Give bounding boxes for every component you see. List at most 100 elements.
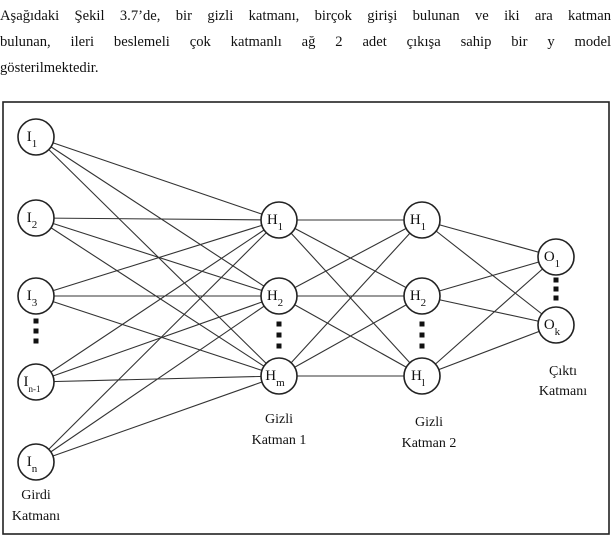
edge-input-2-hidden1-3: [35, 217, 280, 377]
intro-paragraph: Aşağıdaki Şekil 3.7’de, bir gizli katman…: [0, 3, 611, 81]
ellipsis-dot-3-3: [419, 343, 425, 349]
hidden1-node-circle: [260, 277, 298, 315]
edge-input-5-hidden1-1: [35, 219, 280, 463]
paragraph-line-3: gösterilmektedir.: [0, 60, 99, 76]
edge-input-3-hidden1-1: [35, 219, 280, 297]
output-layer-label-line2: Katmanı: [539, 384, 587, 399]
hidden2-node-circle: [403, 357, 441, 395]
input-node-circle: [17, 199, 55, 237]
edge-hidden2-2-output-1: [421, 256, 557, 297]
input-node-label: I1: [27, 129, 38, 150]
node-subscript: 1: [278, 221, 284, 233]
input-node-circle: [17, 118, 55, 156]
hidden-layer-2-label-line1: Gizli: [415, 415, 443, 430]
output-layer-label-line1: Çıktı: [549, 364, 577, 379]
output-node-label: O1: [544, 249, 560, 270]
node-main-symbol: I: [24, 374, 29, 390]
node-subscript: 2: [278, 297, 284, 309]
edge-hidden1-2-hidden2-1: [278, 219, 423, 297]
ellipsis-dot-1-2: [33, 328, 39, 334]
edge-hidden2-1-output-2: [421, 219, 557, 326]
ellipsis-dot-2-2: [276, 332, 282, 338]
output-node-circle: [537, 238, 575, 276]
node-subscript: n: [32, 463, 38, 475]
edge-input-1-hidden1-2: [35, 136, 280, 297]
node-main-symbol: H: [265, 368, 276, 384]
node-main-symbol: O: [544, 249, 555, 265]
node-main-symbol: H: [267, 212, 278, 228]
ellipsis-dot-4-2: [553, 286, 559, 292]
input-node-circle: [17, 277, 55, 315]
hidden1-node-circle: [260, 357, 298, 395]
connection-lines: [35, 136, 557, 463]
node-main-symbol: I: [27, 210, 32, 226]
node-main-symbol: H: [410, 288, 421, 304]
input-node-5: In: [17, 443, 55, 481]
hidden2-node-1: H1: [403, 201, 441, 239]
input-layer-label-line2: Katmanı: [12, 509, 60, 524]
ellipsis-dot-1-3: [33, 338, 39, 344]
output-node-label: Ok: [544, 317, 561, 338]
ellipsis-dots: [33, 277, 559, 349]
edge-hidden1-3-hidden2-2: [278, 295, 423, 377]
ellipsis-dot-4-3: [553, 295, 559, 301]
node-subscript: m: [276, 377, 285, 389]
output-node-circle: [537, 306, 575, 344]
hidden1-node-2: H2: [260, 277, 298, 315]
node-subscript: 1: [555, 258, 561, 270]
input-node-label: I3: [27, 288, 38, 309]
hidden2-node-circle: [403, 201, 441, 239]
edge-hidden2-3-output-1: [421, 256, 557, 377]
hidden1-node-label: H1: [267, 212, 283, 233]
input-node-4: In-1: [17, 363, 55, 401]
output-node-1: O1: [537, 238, 575, 276]
hidden2-node-3: Hl: [403, 357, 441, 395]
hidden2-node-circle: [403, 277, 441, 315]
input-layer-label-line1: Girdi: [21, 488, 51, 503]
node-subscript: l: [422, 377, 425, 389]
node-main-symbol: H: [411, 368, 422, 384]
node-subscript: n-1: [29, 384, 41, 394]
paragraph-line-1: Aşağıdaki Şekil 3.7’de, bir gizli katman…: [0, 8, 611, 24]
input-node-label: I2: [27, 210, 38, 231]
hidden2-node-label: H2: [410, 288, 426, 309]
ellipsis-dot-2-3: [276, 343, 282, 349]
hidden1-node-label: Hm: [265, 368, 285, 389]
node-subscript: 1: [421, 221, 427, 233]
hidden-layer-1-label-line2: Katman 1: [252, 433, 307, 448]
node-subscript: 2: [421, 297, 427, 309]
input-node-circle: [17, 443, 55, 481]
ellipsis-dot-2-1: [276, 321, 282, 327]
edge-input-5-hidden1-2: [35, 295, 280, 463]
edge-hidden1-3-hidden2-1: [278, 219, 423, 377]
hidden2-node-2: H2: [403, 277, 441, 315]
ellipsis-dot-4-1: [553, 277, 559, 283]
ellipsis-dot-3-1: [419, 321, 425, 327]
figure-frame: [2, 101, 610, 535]
node-subscript: 1: [32, 138, 38, 150]
node-main-symbol: I: [27, 129, 32, 145]
edge-hidden2-2-output-2: [421, 295, 557, 326]
node-main-symbol: O: [544, 317, 555, 333]
input-node-1: I1: [17, 118, 55, 156]
layer-labels: Girdi Katmanı Gizli Katman 1 Gizli Katma…: [12, 364, 587, 524]
node-main-symbol: I: [27, 454, 32, 470]
hidden-layer-2-label-line2: Katman 2: [402, 436, 457, 451]
input-node-3: I3: [17, 277, 55, 315]
edge-input-5-hidden1-3: [35, 375, 280, 463]
node-main-symbol: H: [267, 288, 278, 304]
hidden1-node-label: H2: [267, 288, 283, 309]
hidden1-node-3: Hm: [260, 357, 298, 395]
edge-input-1-hidden1-1: [35, 136, 280, 221]
paragraph-line-2: bulunan, ileri beslemeli çok katmanlı ağ…: [0, 34, 611, 50]
ellipsis-dot-3-2: [419, 332, 425, 338]
edge-input-2-hidden1-2: [35, 217, 280, 297]
edge-hidden2-1-output-1: [421, 219, 557, 258]
hidden2-node-label: Hl: [411, 368, 425, 389]
ellipsis-dot-1-1: [33, 318, 39, 324]
hidden2-node-label: H1: [410, 212, 426, 233]
input-node-circle: [17, 363, 55, 401]
input-node-label: In-1: [24, 374, 41, 394]
